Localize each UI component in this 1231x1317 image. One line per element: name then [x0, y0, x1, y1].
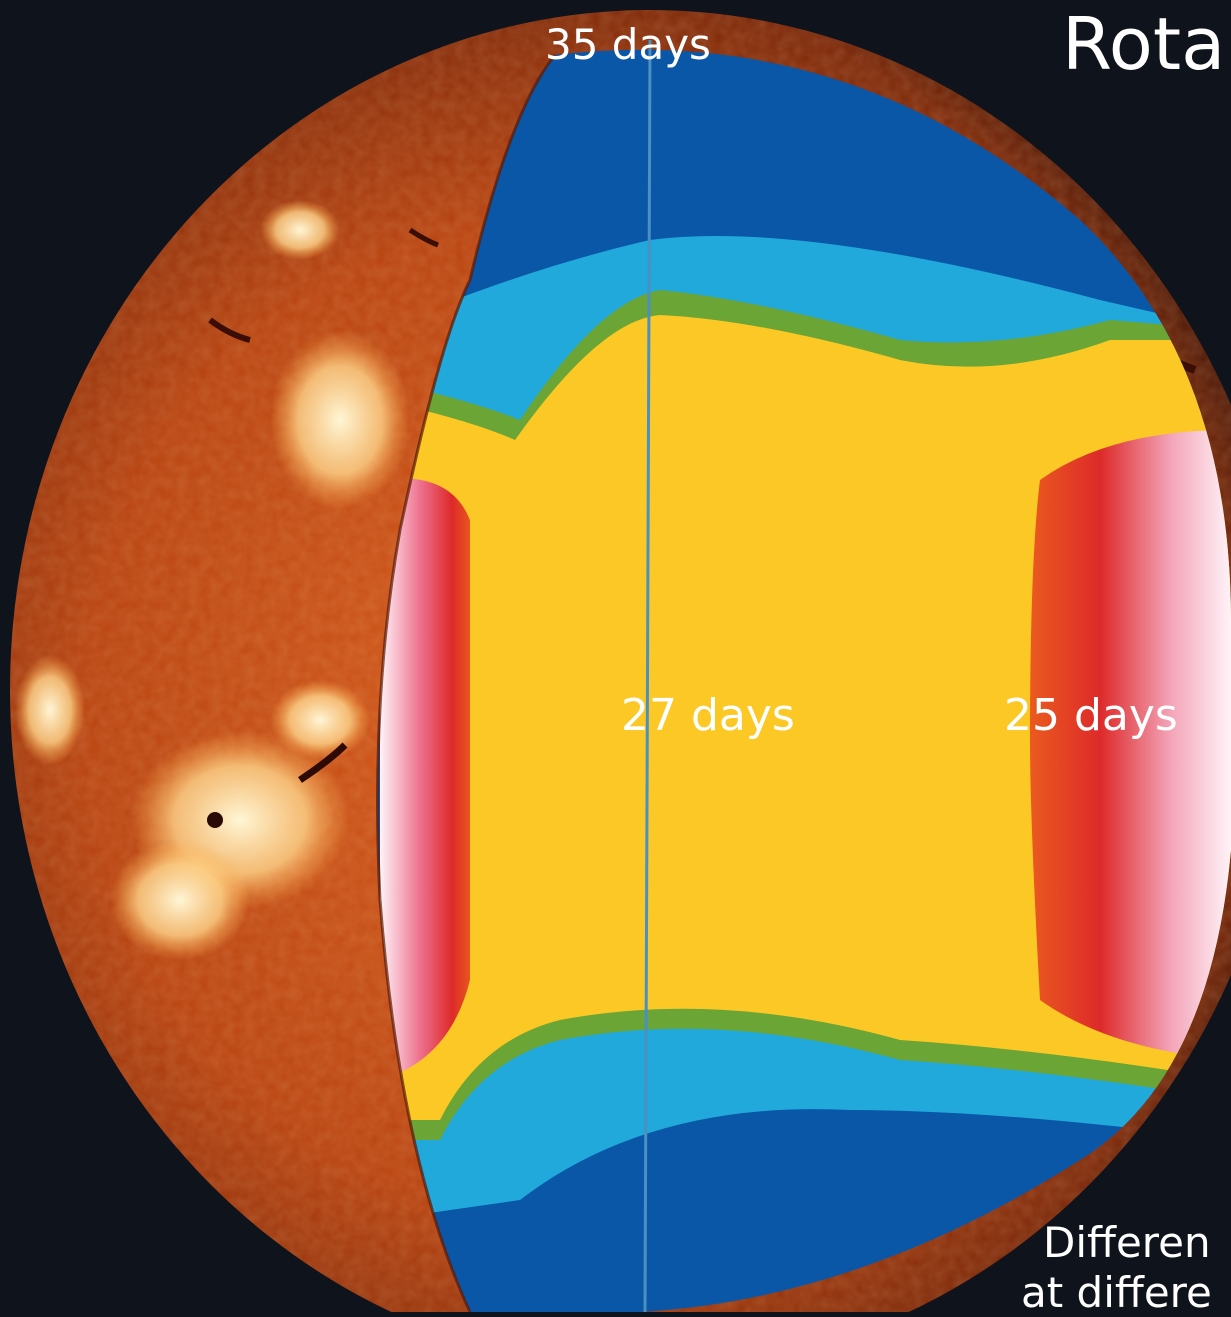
sunspot-filament: [298, 742, 348, 783]
rotation-rate-map: [377, 49, 1231, 1312]
equator-fast-zone-left: [380, 478, 470, 1080]
plage-region: [270, 330, 410, 510]
equator-fast-zone-right: [1030, 430, 1231, 1060]
sunspot-filament: [208, 317, 251, 343]
sunspot: [207, 812, 223, 828]
plage-region: [260, 200, 340, 260]
plage-region: [15, 655, 85, 765]
rotation-axis-line: [643, 39, 652, 1312]
caption-line-2: at differe: [1021, 1268, 1212, 1317]
caption-line-1: Differen: [1043, 1218, 1211, 1267]
cut-edge: [376, 54, 557, 1312]
plage-region: [110, 840, 250, 960]
equator-period-label: 25 days: [1004, 690, 1178, 741]
sunspot-filament: [408, 227, 439, 248]
pole-period-label: 35 days: [545, 20, 711, 69]
plage-region: [270, 680, 370, 760]
mid-latitude-period-label: 27 days: [621, 690, 795, 741]
slide-title-fragment: Rota: [1062, 2, 1226, 86]
